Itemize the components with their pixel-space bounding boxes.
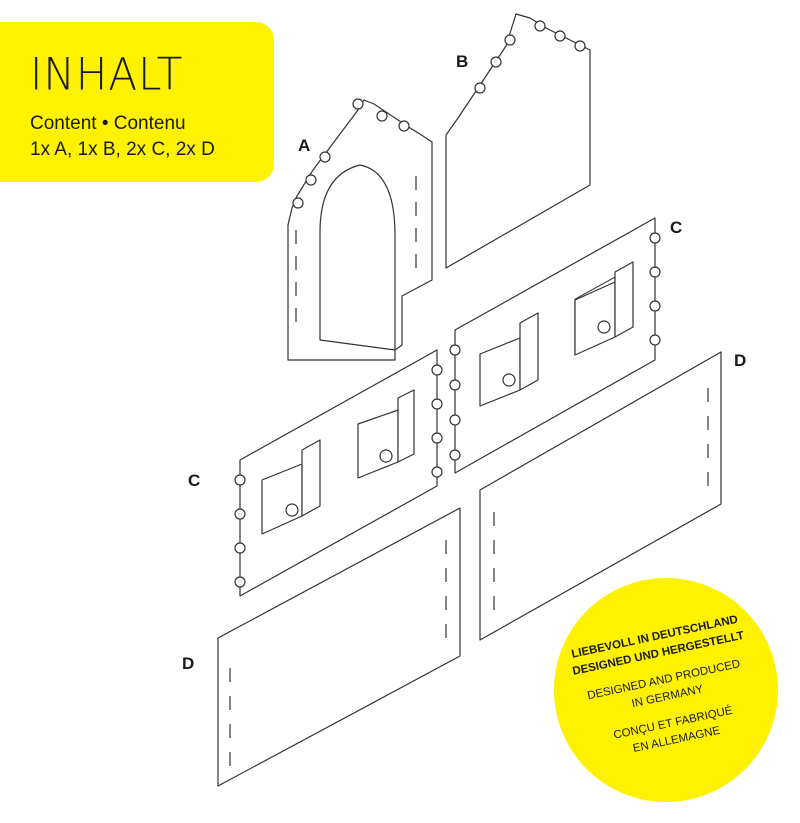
label-part-c-top: C: [670, 218, 683, 237]
part-d-panel-left: [217, 507, 461, 787]
part-d-panel-top: [479, 351, 722, 641]
seal-text-group: LIEBEVOLL IN DEUTSCHLAND DESIGNED UND HE…: [533, 557, 799, 823]
label-part-b: B: [456, 52, 469, 71]
label-part-c-left: C: [188, 471, 201, 490]
part-c-side-wall-top: [449, 217, 661, 474]
content-quantities: 1x A, 1x B, 2x C, 2x D: [30, 139, 215, 160]
label-part-a: A: [298, 136, 311, 155]
content-languages: Content • Contenu: [30, 113, 186, 134]
content-box: INHALT Content • Contenu 1x A, 1x B, 2x …: [0, 22, 274, 182]
content-title: INHALT: [30, 48, 184, 101]
part-c-side-wall-left: [234, 349, 443, 597]
part-a-gable-wall: [287, 98, 433, 361]
made-in-germany-seal: [554, 578, 778, 802]
part-b-gable-wall: [445, 13, 591, 269]
exploded-parts-drawing: [217, 13, 722, 787]
label-part-d-top: D: [734, 351, 747, 370]
label-part-d-left: D: [182, 654, 195, 673]
